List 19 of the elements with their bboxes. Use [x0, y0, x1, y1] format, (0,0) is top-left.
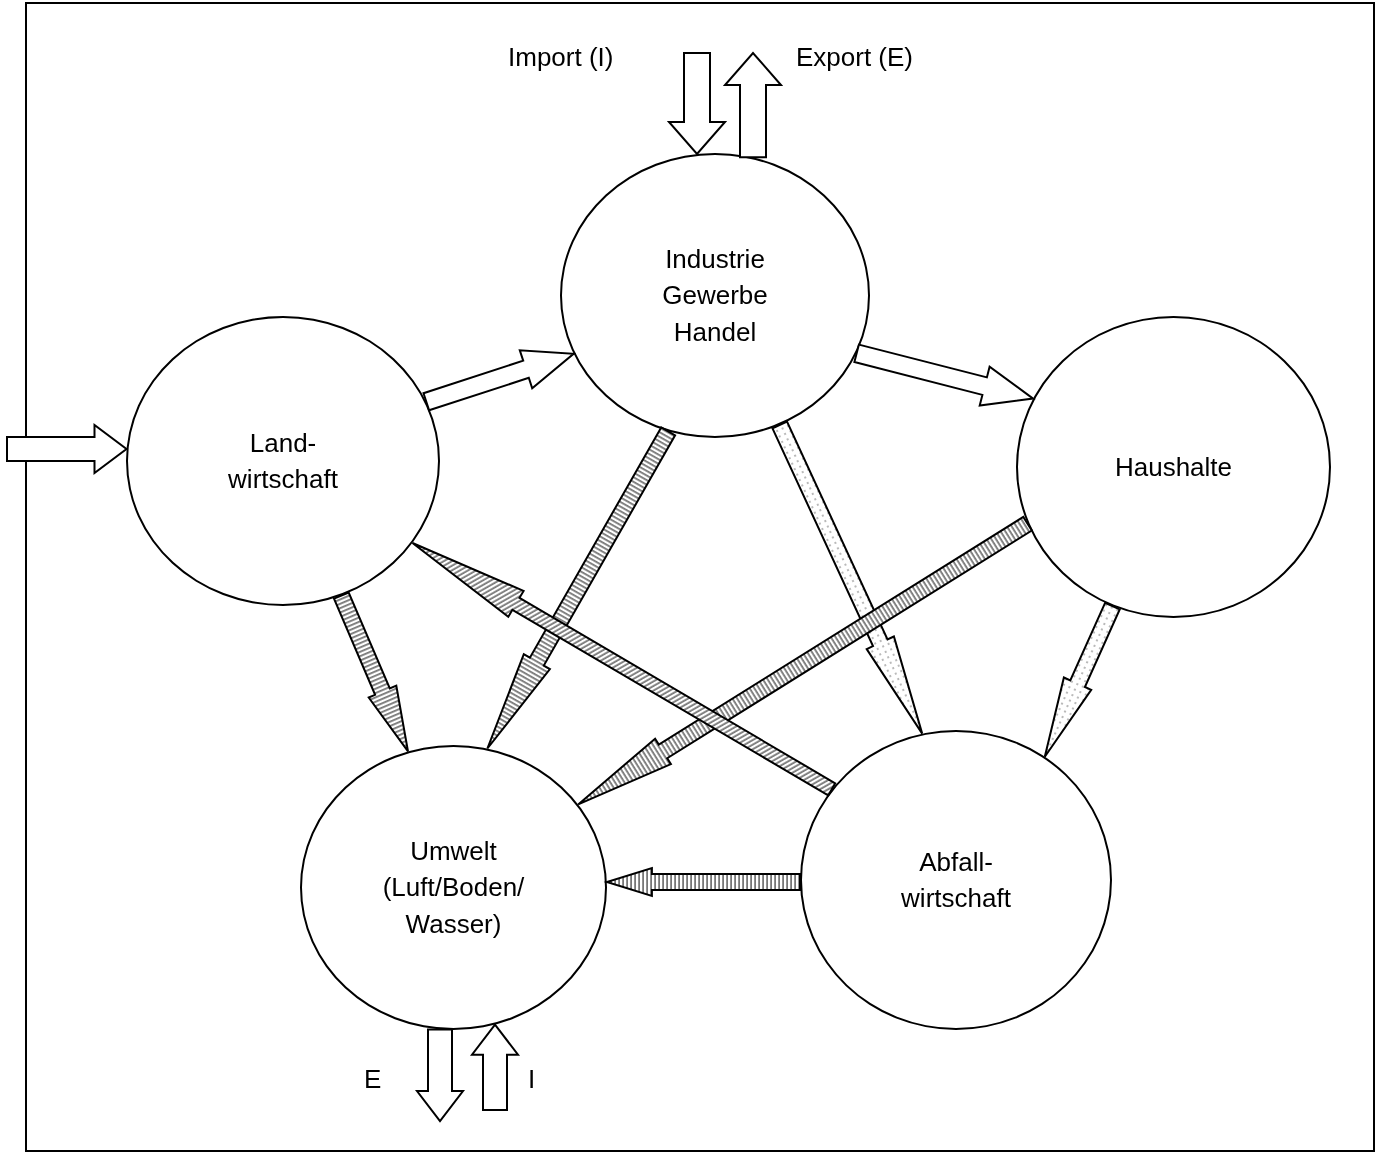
block-arrow — [414, 1028, 466, 1123]
block-arrow — [603, 866, 801, 898]
block-arrow — [469, 1023, 521, 1111]
block-arrow — [577, 515, 1034, 806]
block-arrow — [1043, 601, 1122, 758]
node-label: Haushalte — [1113, 450, 1234, 484]
block-arrow — [6, 423, 129, 475]
block-arrow — [411, 542, 837, 797]
block-arrow — [853, 343, 1036, 407]
block-arrow — [422, 349, 577, 412]
node-label: Umwelt (Luft/Boden/ Wasser) — [381, 834, 526, 941]
block-arrow — [722, 51, 784, 159]
block-arrow — [666, 52, 728, 156]
node-label: Industrie Gewerbe Handel — [661, 242, 769, 349]
node-label: Abfall- wirtschaft — [900, 845, 1012, 915]
block-arrow — [332, 591, 409, 753]
block-arrow — [486, 426, 677, 750]
node-label: Land- wirtschaft — [227, 426, 339, 496]
block-arrow — [771, 420, 924, 735]
